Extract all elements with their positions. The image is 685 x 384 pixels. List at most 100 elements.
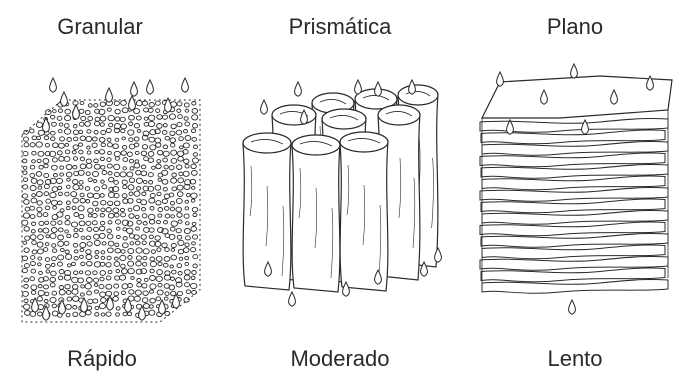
granule xyxy=(57,212,63,217)
granule xyxy=(142,214,147,218)
granule xyxy=(142,192,146,196)
granule xyxy=(148,158,153,163)
granule xyxy=(129,122,133,126)
granule xyxy=(100,102,105,107)
granule xyxy=(88,208,94,213)
granule xyxy=(102,185,107,189)
granule xyxy=(157,124,163,129)
granule xyxy=(24,248,29,253)
granule xyxy=(100,277,104,281)
granule xyxy=(134,296,140,301)
granule xyxy=(156,109,160,113)
granule xyxy=(46,110,52,115)
granule xyxy=(23,171,27,175)
granule xyxy=(108,241,114,246)
granule xyxy=(136,101,142,106)
granule xyxy=(100,226,105,231)
granule xyxy=(193,264,197,268)
granule xyxy=(136,227,140,230)
granule xyxy=(157,270,163,275)
granule xyxy=(123,158,128,162)
granule xyxy=(150,276,156,281)
granule xyxy=(170,201,174,205)
granule xyxy=(79,221,85,226)
granule xyxy=(58,109,62,113)
granular-block-illustration xyxy=(22,100,200,322)
granule xyxy=(179,137,184,141)
granule xyxy=(65,116,71,121)
granule xyxy=(129,290,134,294)
granule xyxy=(129,159,133,163)
granule xyxy=(44,300,48,303)
granule xyxy=(107,229,112,233)
granule xyxy=(127,228,133,233)
granule xyxy=(143,180,147,183)
granule xyxy=(151,250,155,254)
granule xyxy=(44,248,48,252)
granule xyxy=(30,235,36,240)
granule xyxy=(162,179,168,184)
granule xyxy=(95,208,99,211)
granule xyxy=(176,207,182,212)
granule xyxy=(171,215,175,218)
granule xyxy=(100,271,106,276)
granule xyxy=(36,192,42,197)
granule xyxy=(177,192,183,197)
granule xyxy=(36,172,42,177)
granule xyxy=(65,230,69,233)
granule xyxy=(65,221,70,225)
granule xyxy=(44,173,49,177)
granule xyxy=(94,278,99,282)
granule xyxy=(52,291,57,295)
granule xyxy=(65,109,71,114)
granule xyxy=(66,201,70,204)
granule xyxy=(163,115,168,119)
granule xyxy=(73,243,77,247)
granule xyxy=(51,228,57,233)
granule xyxy=(137,283,142,287)
granule xyxy=(185,262,189,265)
granule xyxy=(134,191,140,196)
granule xyxy=(71,222,77,227)
granule xyxy=(186,290,190,294)
granule xyxy=(164,297,168,300)
granule xyxy=(58,186,62,189)
granule xyxy=(102,242,106,245)
granule xyxy=(191,129,195,133)
water-drop-icon xyxy=(295,82,302,96)
granule xyxy=(38,263,42,266)
granule xyxy=(171,158,177,163)
granule xyxy=(44,192,49,196)
granule xyxy=(94,234,100,239)
granule xyxy=(113,208,119,213)
granule xyxy=(142,298,148,303)
granule xyxy=(73,198,79,203)
granule xyxy=(178,272,182,276)
granule xyxy=(179,257,183,260)
granule xyxy=(121,250,125,254)
granule xyxy=(176,228,181,232)
granule xyxy=(192,271,197,275)
granule xyxy=(43,159,49,164)
granule xyxy=(158,283,162,287)
granule xyxy=(30,277,35,281)
granule xyxy=(80,293,84,296)
granule xyxy=(79,130,83,133)
granule xyxy=(142,284,147,288)
granule xyxy=(185,243,189,247)
granule xyxy=(93,180,97,183)
granule xyxy=(115,243,119,246)
water-drop-icon xyxy=(73,105,80,119)
granule xyxy=(95,117,100,121)
granule xyxy=(52,158,57,162)
granule xyxy=(142,241,146,245)
granule xyxy=(185,109,189,112)
granule xyxy=(101,200,106,205)
granule xyxy=(58,192,62,195)
granule xyxy=(128,256,132,260)
granule xyxy=(101,208,105,212)
granule xyxy=(114,164,120,169)
granule xyxy=(94,104,98,108)
granule xyxy=(157,290,163,295)
